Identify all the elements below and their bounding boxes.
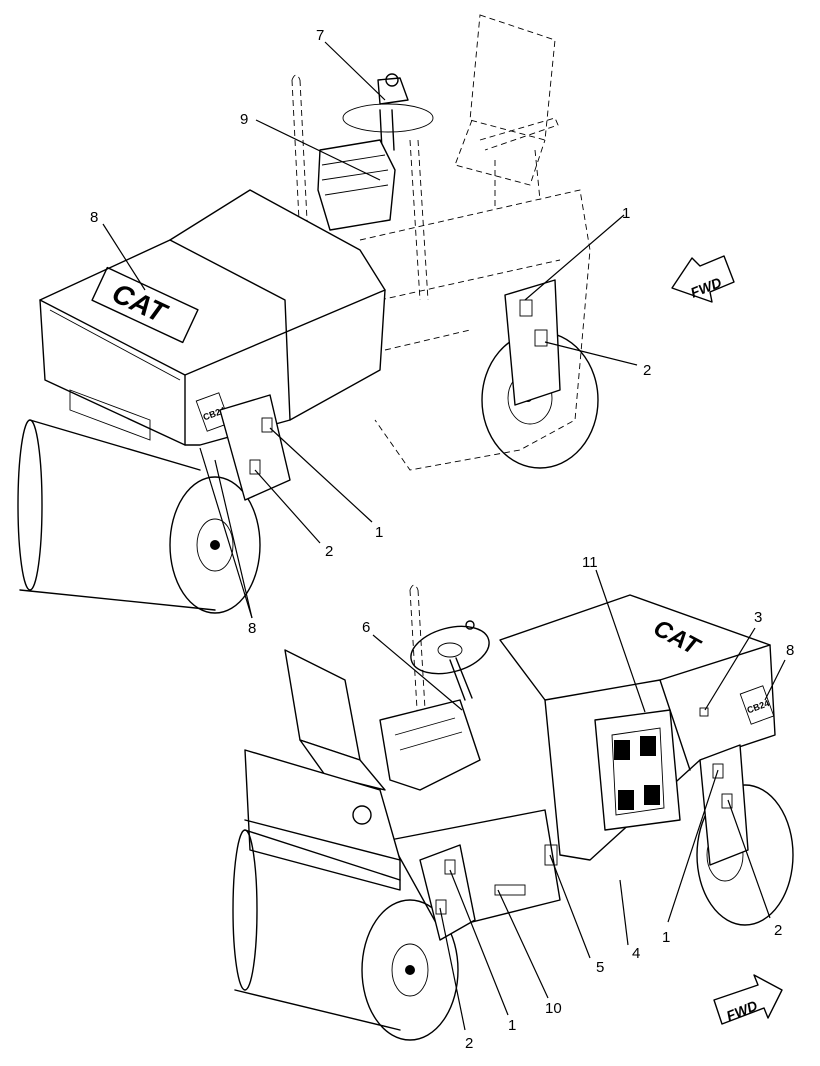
bottom-callout-2-right: 2: [774, 922, 782, 939]
bottom-callout-2-left: 2: [465, 1035, 473, 1052]
top-callout-7: 7: [316, 27, 324, 44]
bottom-callout-1-left: 1: [508, 1017, 516, 1034]
bottom-callout-6: 6: [362, 619, 370, 636]
top-callout-8: 8: [90, 209, 98, 226]
top-callout-1-right: 1: [622, 205, 630, 222]
bottom-callout-10: 10: [545, 1000, 562, 1017]
top-callout-2-right: 2: [643, 362, 651, 379]
bottom-callout-3: 3: [754, 609, 762, 626]
bottom-callout-11: 11: [582, 554, 598, 571]
top-leader-lines: [102, 41, 638, 619]
top-callout-9: 9: [240, 111, 248, 128]
bottom-leader-lines: [372, 569, 786, 1031]
top-callout-2-left: 2: [325, 543, 333, 560]
bottom-callout-5: 5: [596, 959, 604, 976]
bottom-callout-4: 4: [632, 945, 640, 962]
bottom-callout-1-right: 1: [662, 929, 670, 946]
bottom-fwd-arrow: FWD: [713, 974, 783, 1025]
bottom-callout-8: 8: [786, 642, 794, 659]
top-callout-1-left: 1: [375, 524, 383, 541]
top-callout-8-lower: 8: [248, 620, 256, 637]
top-roller-illustration: CAT CB24: [17, 14, 599, 614]
bottom-roller-illustration: CAT CB24: [232, 584, 794, 1041]
top-fwd-arrow: FWD: [671, 255, 735, 303]
